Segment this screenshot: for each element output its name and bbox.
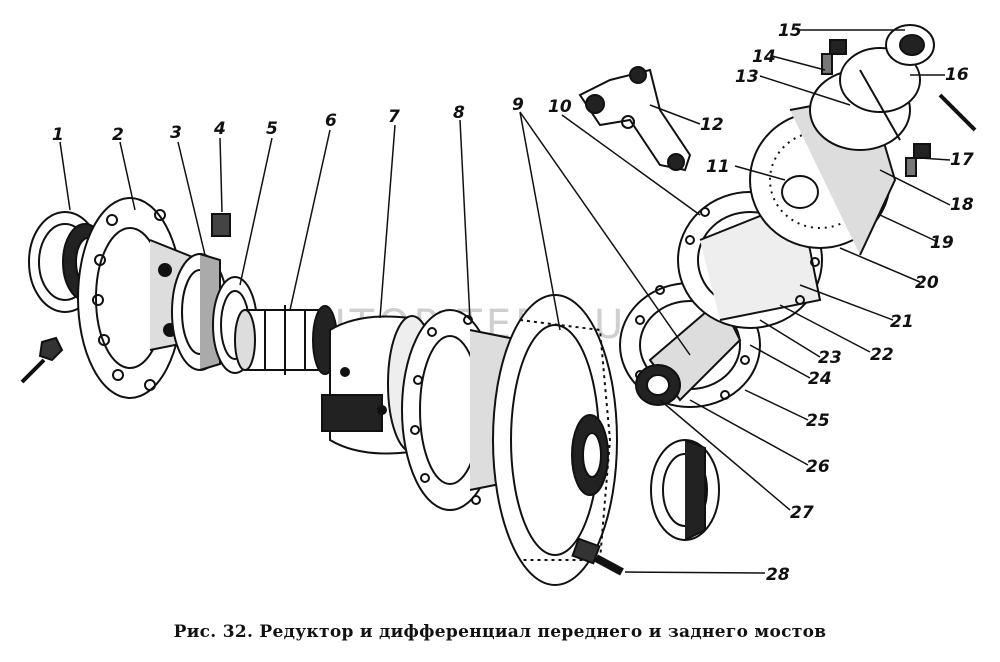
callout-15: 15 <box>778 21 802 41</box>
leader-lines <box>59 29 951 574</box>
callout-5: 5 <box>266 119 278 139</box>
part-9-ring-gear <box>492 294 618 586</box>
callout-20: 20 <box>915 273 939 293</box>
nut-and-cotter-pin <box>20 336 64 384</box>
callout-9: 9 <box>512 95 524 115</box>
callout-3: 3 <box>170 123 182 143</box>
callout-11: 11 <box>706 157 730 177</box>
part-26-bearing <box>650 439 720 541</box>
part-17-bolt <box>905 143 931 177</box>
callout-13: 13 <box>735 67 759 87</box>
callout-12: 12 <box>700 115 724 135</box>
callout-25: 25 <box>806 411 830 431</box>
callout-2: 2 <box>112 125 124 145</box>
callout-26: 26 <box>806 457 830 477</box>
callout-14: 14 <box>752 47 776 67</box>
part-27-pinion-gear <box>635 298 742 406</box>
callout-27: 27 <box>790 503 814 523</box>
part-16-bearing-cap <box>809 24 935 151</box>
callout-22: 22 <box>870 345 894 365</box>
callout-16: 16 <box>945 65 969 85</box>
part-12-bracket <box>578 66 692 172</box>
callout-10: 10 <box>548 97 572 117</box>
callout-1: 1 <box>52 125 64 145</box>
figure-caption: Рис. 32. Редуктор и дифференциал передне… <box>173 622 827 642</box>
part-4-block <box>211 213 231 237</box>
callout-7: 7 <box>388 107 400 127</box>
callout-24: 24 <box>808 369 832 389</box>
part-6-gear-shaft <box>234 305 338 375</box>
part-28-bolt <box>571 537 624 576</box>
part-14-bolt <box>821 39 847 75</box>
callout-28: 28 <box>766 565 790 585</box>
callout-17: 17 <box>950 150 974 170</box>
callout-19: 19 <box>930 233 954 253</box>
callout-21: 21 <box>890 312 914 332</box>
callout-6: 6 <box>325 111 337 131</box>
cotter-pin-icon <box>938 93 977 132</box>
callout-4: 4 <box>213 119 226 139</box>
callout-8: 8 <box>453 103 465 123</box>
callout-23: 23 <box>818 348 842 368</box>
callout-18: 18 <box>950 195 974 215</box>
part-2-flanged-cup <box>77 197 201 399</box>
